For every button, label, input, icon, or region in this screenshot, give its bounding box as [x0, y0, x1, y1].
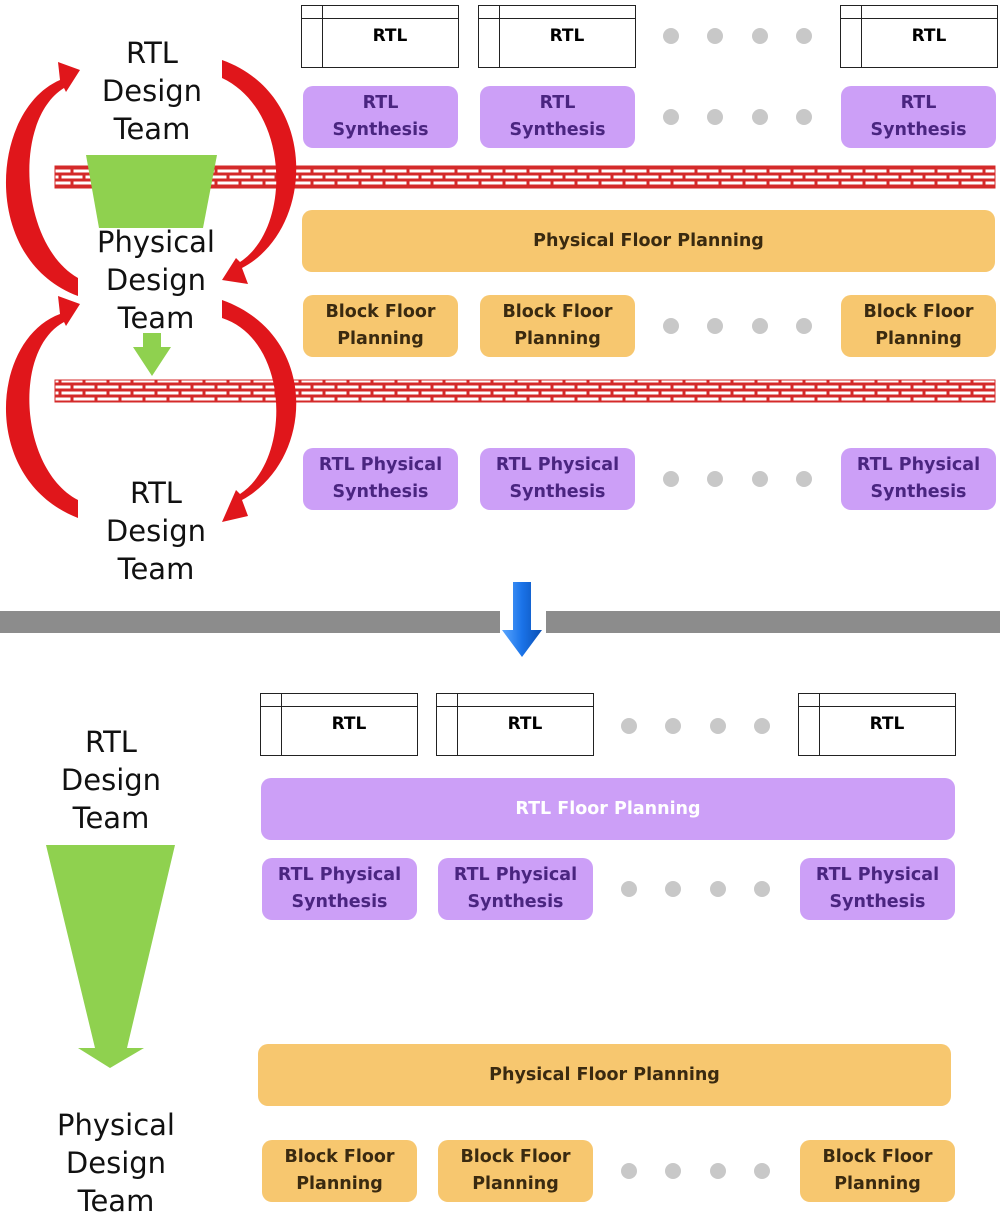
rtl-block: RTL: [478, 5, 636, 68]
ellipsis-dot: [663, 471, 679, 487]
ellipsis-dot: [796, 471, 812, 487]
rtl-block-label: RTL: [331, 714, 367, 734]
ellipsis-dot: [752, 28, 768, 44]
ellipsis-dot: [710, 1163, 726, 1179]
blue-down-arrow-icon: [502, 582, 542, 657]
rtl-physical-synthesis-box: RTL Physical Synthesis: [800, 858, 955, 920]
rtl-block-label: RTL: [507, 714, 543, 734]
rtl-block: RTL: [436, 693, 594, 756]
rtl-block-label: RTL: [911, 26, 947, 46]
rtl-block: RTL: [840, 5, 998, 68]
ellipsis-dot: [663, 28, 679, 44]
rtl-block-label: RTL: [372, 26, 408, 46]
ellipsis-dot: [752, 109, 768, 125]
rtl-physical-synthesis-box: RTL Physical Synthesis: [262, 858, 417, 920]
ellipsis-dot: [796, 318, 812, 334]
ellipsis-dot: [665, 881, 681, 897]
section-divider-left: [0, 611, 500, 633]
ellipsis-dot: [621, 718, 637, 734]
block-floor-planning-box: Block Floor Planning: [480, 295, 635, 357]
ellipsis-dot: [754, 881, 770, 897]
rtl-physical-synthesis-box: RTL Physical Synthesis: [438, 858, 593, 920]
ellipsis-dot: [796, 109, 812, 125]
green-funnel-arrow-icon: [46, 845, 175, 1068]
block-floor-planning-box: Block Floor Planning: [438, 1140, 593, 1202]
section-divider-right: [546, 611, 1000, 633]
ellipsis-dot: [663, 318, 679, 334]
ellipsis-dot: [796, 28, 812, 44]
rtl-physical-synthesis-box: RTL Physical Synthesis: [303, 448, 458, 510]
block-floor-planning-box: Block Floor Planning: [262, 1140, 417, 1202]
ellipsis-dot: [707, 318, 723, 334]
rtl-block-label: RTL: [869, 714, 905, 734]
ellipsis-dot: [665, 1163, 681, 1179]
rtl-block: RTL: [301, 5, 459, 68]
rtl-block-label: RTL: [549, 26, 585, 46]
rtl-design-team-label-top: RTL Design Team: [101, 36, 203, 146]
ellipsis-dot: [665, 718, 681, 734]
ellipsis-dot: [707, 28, 723, 44]
ellipsis-dot: [621, 1163, 637, 1179]
ellipsis-dot: [752, 471, 768, 487]
ellipsis-dot: [707, 471, 723, 487]
block-floor-planning-box: Block Floor Planning: [303, 295, 458, 357]
physical-design-team-label: Physical Design Team: [97, 225, 215, 335]
red-curved-arrow-icon: [5, 60, 297, 522]
physical-floor-planning-box: Physical Floor Planning: [302, 210, 995, 272]
ellipsis-dot: [710, 881, 726, 897]
rtl-synthesis-box: RTL Synthesis: [841, 86, 996, 148]
rtl-physical-synthesis-box: RTL Physical Synthesis: [841, 448, 996, 510]
rtl-synthesis-box: RTL Synthesis: [303, 86, 458, 148]
ellipsis-dot: [754, 718, 770, 734]
green-funnel-arrow-icon: [86, 155, 217, 228]
rtl-design-team-label-after: RTL Design Team: [60, 725, 162, 835]
green-down-arrow-icon: [133, 333, 171, 376]
rtl-block: RTL: [798, 693, 956, 756]
ellipsis-dot: [710, 718, 726, 734]
brick-wall-icon: [54, 379, 996, 403]
rtl-design-team-label-bottom: RTL Design Team: [105, 476, 207, 586]
ellipsis-dot: [707, 109, 723, 125]
physical-design-team-label-after: Physical Design Team: [57, 1108, 175, 1217]
ellipsis-dot: [754, 1163, 770, 1179]
rtl-synthesis-box: RTL Synthesis: [480, 86, 635, 148]
physical-floor-planning-box: Physical Floor Planning: [258, 1044, 951, 1106]
ellipsis-dot: [621, 881, 637, 897]
rtl-floor-planning-box: RTL Floor Planning: [261, 778, 955, 840]
ellipsis-dot: [752, 318, 768, 334]
ellipsis-dot: [663, 109, 679, 125]
rtl-physical-synthesis-box: RTL Physical Synthesis: [480, 448, 635, 510]
block-floor-planning-box: Block Floor Planning: [800, 1140, 955, 1202]
rtl-block: RTL: [260, 693, 418, 756]
block-floor-planning-box: Block Floor Planning: [841, 295, 996, 357]
